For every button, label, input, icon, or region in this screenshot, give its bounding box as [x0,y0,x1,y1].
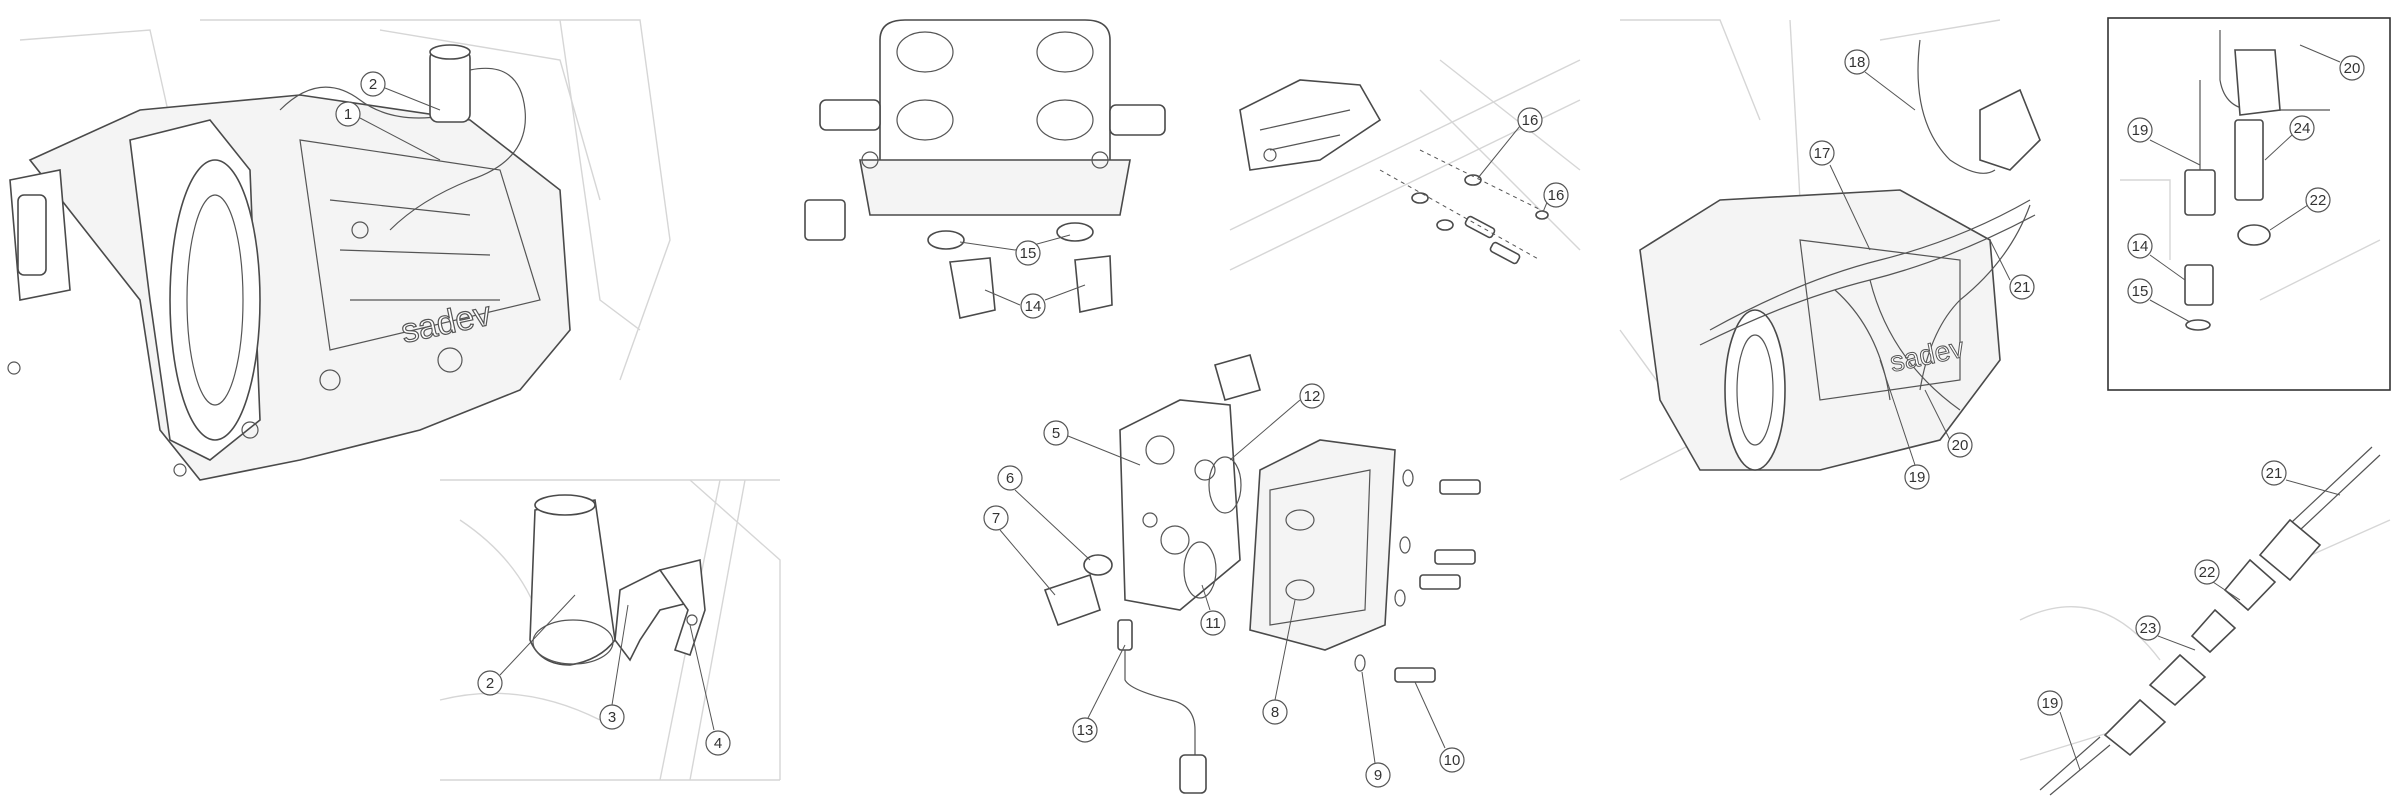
callout-18: 18 [1844,49,1916,111]
callout-9: 9 [1361,671,1391,788]
callout-19-panel: 19 [1879,359,1930,490]
svg-text:11: 11 [1205,615,1221,632]
svg-text:19: 19 [1909,469,1926,486]
callout-2-top: 2 [360,71,441,111]
callout-14-box: 14 [2127,233,2186,281]
svg-text:17: 17 [1814,145,1831,162]
svg-text:4: 4 [714,735,722,752]
svg-text:13: 13 [1077,722,1094,739]
svg-text:22: 22 [2310,192,2327,209]
reservoir-small [389,44,526,231]
svg-text:15: 15 [2132,283,2149,300]
callout-10: 10 [1414,681,1465,773]
svg-text:6: 6 [1006,470,1014,487]
mounting-bracket [614,558,706,662]
panel-reservoir-bracket: 2 3 4 [439,479,781,781]
panel-inline-connector: 21 22 23 19 [2019,446,2391,796]
callout-22-detail: 22 [2194,559,2241,601]
callout-21-panel: 21 [1989,239,2035,300]
panel-oil-cooler-exploded: 5 6 7 8 9 10 11 [983,354,1481,794]
gearbox-body [7,86,571,481]
svg-text:2: 2 [369,76,377,93]
svg-text:5: 5 [1052,425,1060,442]
callout-23: 23 [2135,615,2196,651]
callout-17: 17 [1809,140,1871,251]
callout-7: 7 [983,505,1056,596]
svg-text:10: 10 [1444,752,1461,769]
callout-16-b: 16 [1542,182,1569,213]
callout-19-detail: 19 [2037,690,2081,771]
svg-text:16: 16 [1548,187,1565,204]
svg-text:12: 12 [1304,388,1321,405]
callout-15-box: 15 [2127,278,2191,323]
callout-11: 11 [1200,584,1226,636]
svg-text:24: 24 [2294,120,2311,137]
svg-text:14: 14 [1025,298,1042,315]
svg-text:18: 18 [1849,54,1866,71]
callout-6: 6 [997,465,1091,561]
svg-text:2: 2 [486,675,494,692]
panel-oil-cooler-top: 15 14 [804,19,1166,319]
callout-19-box: 19 [2127,117,2201,166]
svg-text:20: 20 [2344,60,2361,77]
svg-text:20: 20 [1952,437,1969,454]
panel-gearbox-reservoir: sadev 1 2 [7,19,671,481]
svg-text:22: 22 [2199,564,2216,581]
svg-text:7: 7 [992,510,1000,527]
svg-text:9: 9 [1374,767,1382,784]
callout-15-top: 15 [959,234,1071,266]
svg-text:14: 14 [2132,238,2149,255]
svg-text:15: 15 [1020,245,1037,262]
callout-5: 5 [1043,420,1141,466]
panel-gearbox-hoses: sadev 17 18 19 20 21 [1619,19,2041,490]
svg-text:23: 23 [2140,620,2157,637]
panel-fitting-detail-box: 20 19 24 22 14 15 [2107,17,2391,391]
callout-24: 24 [2264,115,2315,161]
callout-3: 3 [599,604,629,730]
svg-text:16: 16 [1522,112,1539,129]
svg-text:8: 8 [1271,704,1279,721]
svg-text:1: 1 [344,106,352,123]
callout-22-box: 22 [2269,187,2331,231]
callout-20-panel: 20 [1924,389,1973,458]
callout-1: 1 [335,101,441,161]
callout-14-top: 14 [984,284,1086,319]
callout-12: 12 [1229,383,1325,461]
svg-text:21: 21 [2014,279,2031,296]
callout-21-detail: 21 [2261,460,2341,496]
svg-text:3: 3 [608,709,616,726]
reservoir-large [529,494,616,666]
callout-8: 8 [1262,599,1296,725]
svg-text:21: 21 [2266,465,2283,482]
callout-13: 13 [1072,644,1126,743]
svg-text:19: 19 [2132,122,2149,139]
callout-16-a: 16 [1477,107,1543,179]
panel-mounting-bolts: 16 16 [1229,59,1581,271]
callout-2-detail: 2 [477,594,576,696]
callout-20-box: 20 [2299,44,2365,81]
callout-4: 4 [689,624,731,756]
svg-text:19: 19 [2042,695,2059,712]
